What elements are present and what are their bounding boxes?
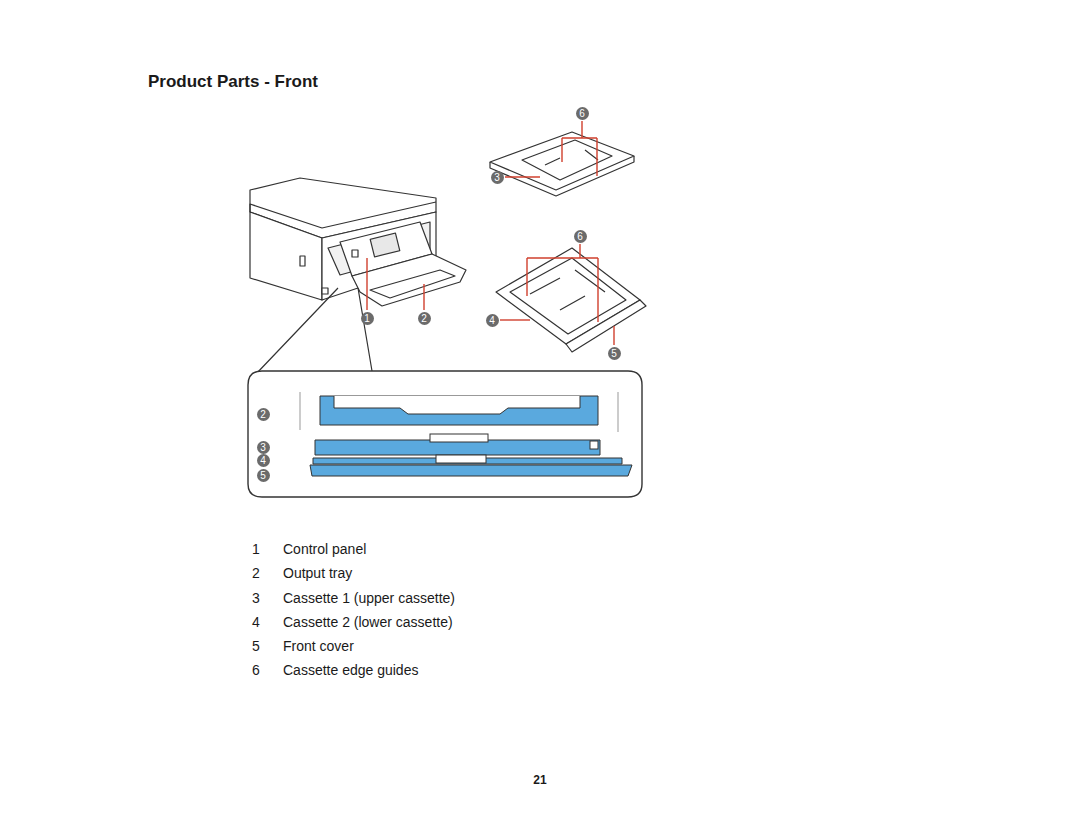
printer — [250, 178, 466, 306]
cassettes — [490, 132, 646, 352]
page-title: Product Parts - Front — [148, 72, 318, 92]
callout-number: 4 — [257, 454, 270, 467]
part-number: 5 — [252, 637, 260, 655]
callout-number: 1 — [361, 312, 374, 325]
callout-number: 5 — [257, 469, 270, 482]
page-number: 21 — [533, 773, 546, 787]
callout-number: 2 — [257, 408, 270, 421]
part-number: 1 — [252, 540, 260, 558]
part-name: Cassette 1 (upper cassette) — [283, 589, 455, 607]
zoom-lines — [256, 288, 372, 374]
part-number: 3 — [252, 589, 260, 607]
inset-frame — [248, 371, 642, 497]
part-name: Output tray — [283, 564, 352, 582]
callout-number: 3 — [257, 441, 270, 454]
callout-number: 6 — [574, 230, 587, 243]
part-number: 2 — [252, 564, 260, 582]
callout-number: 3 — [491, 171, 504, 184]
part-name: Cassette 2 (lower cassette) — [283, 613, 453, 631]
callout-number: 6 — [576, 107, 589, 120]
part-number: 6 — [252, 661, 260, 679]
leader-lines — [271, 121, 614, 475]
callout-number: 4 — [486, 314, 499, 327]
callout-number: 2 — [418, 312, 431, 325]
part-name: Control panel — [283, 540, 366, 558]
callout-number: 5 — [608, 347, 621, 360]
part-name: Cassette edge guides — [283, 661, 418, 679]
inset-detail — [300, 392, 632, 476]
part-number: 4 — [252, 613, 260, 631]
part-name: Front cover — [283, 637, 354, 655]
